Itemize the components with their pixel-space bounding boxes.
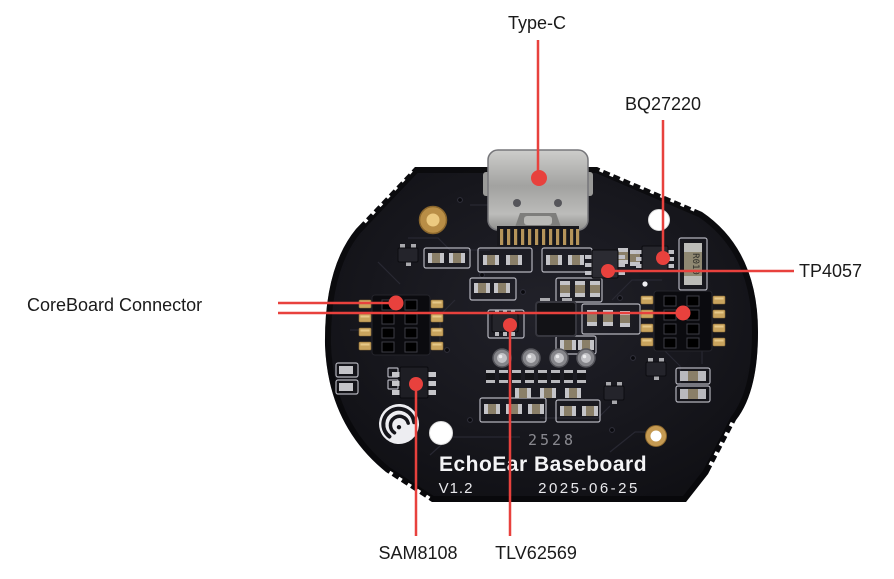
mounting-hole-top-right — [648, 209, 670, 231]
coreboard-connector-label: CoreBoard Connector — [27, 295, 203, 315]
vias — [444, 197, 636, 433]
mounting-hole-top-left — [418, 205, 448, 235]
pcb-board: R010 — [324, 149, 758, 502]
castellated-edge — [358, 166, 736, 502]
power-inductor — [535, 298, 577, 337]
resistor-marking-text: R010 — [690, 253, 700, 275]
tp4057-label: TP4057 — [799, 261, 863, 281]
board-date-text: 2025-06-25 — [538, 480, 640, 497]
sense-resistor-r010: R010 — [684, 243, 702, 285]
mounting-hole-bottom-right — [645, 425, 667, 447]
bq27220-label: BQ27220 — [624, 94, 702, 114]
tlv62569-label: TLV62569 — [495, 543, 577, 563]
mounting-holes — [418, 205, 670, 447]
callout-sam8108 — [409, 377, 423, 536]
silkscreen-dot — [642, 281, 648, 287]
type-c-label: Type-C — [507, 13, 567, 33]
callout-tp4057 — [601, 264, 794, 278]
callout-tlv62569 — [503, 318, 517, 536]
callout-lines — [278, 40, 794, 536]
callout-coreboard-left — [278, 295, 404, 311]
callout-type-c — [531, 40, 547, 186]
board-version-text: V1.2 — [439, 480, 474, 497]
callout-coreboard-right — [278, 305, 691, 321]
sam8108-label: SAM8108 — [378, 543, 458, 563]
usb-type-c-connector — [483, 149, 593, 246]
coreboard-connector-right — [641, 291, 725, 351]
smd-components — [339, 243, 706, 416]
board-title-text: EchoEar Baseboard — [439, 453, 647, 476]
batch-code-text: 2528 — [528, 431, 576, 449]
connector-pins — [500, 229, 580, 245]
callout-bq27220 — [656, 120, 670, 265]
espressif-logo — [379, 404, 419, 444]
mounting-hole-bottom-left — [429, 421, 453, 445]
